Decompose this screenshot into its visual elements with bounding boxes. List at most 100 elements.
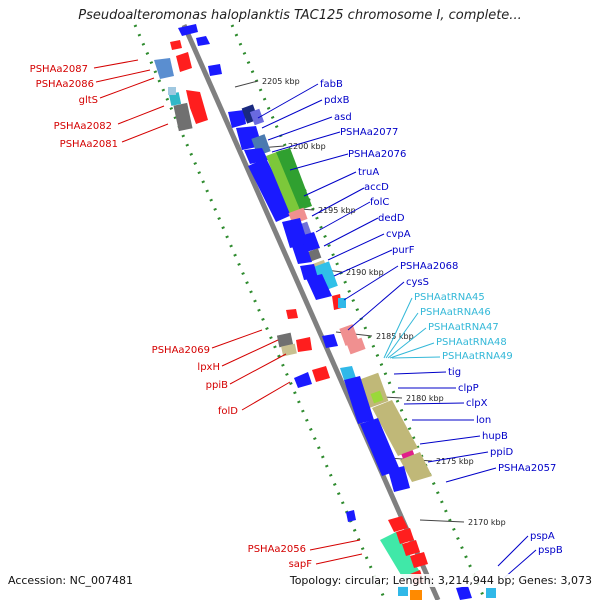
gene-arrow[interactable] xyxy=(410,552,428,568)
gene-label[interactable]: truA xyxy=(358,167,379,178)
gene-label[interactable]: pdxB xyxy=(324,95,350,106)
gene-arrow[interactable] xyxy=(340,366,356,380)
kbp-label[interactable]: 2170 kbp xyxy=(468,518,506,527)
gene-box[interactable] xyxy=(410,590,422,600)
gene-box[interactable] xyxy=(249,108,265,126)
gene-box[interactable] xyxy=(370,390,384,404)
gene-arrow[interactable] xyxy=(402,540,420,556)
gene-arrow[interactable] xyxy=(292,244,312,264)
gene-label[interactable]: asd xyxy=(334,112,352,123)
kbp-label[interactable]: 2180 kbp xyxy=(406,394,444,403)
gene-box[interactable] xyxy=(276,332,294,348)
gene-label[interactable]: folC xyxy=(370,197,389,208)
trna-label[interactable]: PSHAatRNA45 xyxy=(414,292,485,303)
gene-arrow[interactable] xyxy=(388,516,408,532)
gene-arrow[interactable] xyxy=(208,64,222,76)
gene-label[interactable]: PSHAa2076 xyxy=(348,149,406,160)
gene-label[interactable]: PSHAa2081 xyxy=(60,139,118,150)
gene-arrow[interactable] xyxy=(248,158,294,222)
gene-label[interactable]: hupB xyxy=(482,431,508,442)
kbp-label[interactable]: 2200 kbp xyxy=(288,142,326,151)
trna-label[interactable]: PSHAatRNA47 xyxy=(428,322,499,333)
gene-arrow[interactable] xyxy=(296,337,312,352)
kbp-label[interactable]: 2195 kbp xyxy=(318,206,356,215)
gene-label[interactable]: cysS xyxy=(406,277,429,288)
gene-label[interactable]: accD xyxy=(364,182,389,193)
trna-label[interactable]: PSHAatRNA46 xyxy=(420,307,491,318)
gene-arrow[interactable] xyxy=(154,58,174,79)
kbp-label[interactable]: 2175 kbp xyxy=(436,457,474,466)
trna-label[interactable]: PSHAatRNA48 xyxy=(436,337,507,348)
trna-gene-labels[interactable]: PSHAatRNA45 PSHAatRNA46 PSHAatRNA47 PSHA… xyxy=(414,292,513,362)
gene-box[interactable] xyxy=(338,298,346,308)
gene-label[interactable]: pspA xyxy=(530,531,555,542)
gene-label[interactable]: folD xyxy=(218,406,238,417)
gene-box[interactable] xyxy=(486,588,496,598)
gene-arrow[interactable] xyxy=(322,334,338,348)
gene-label[interactable]: PSHAa2068 xyxy=(400,261,458,272)
topology-text: Topology: circular; Length: 3,214,944 bp… xyxy=(289,574,592,587)
kbp-label[interactable]: 2205 kbp xyxy=(262,77,300,86)
gene-arrow[interactable] xyxy=(380,532,420,580)
gene-arrow[interactable] xyxy=(196,36,210,46)
gene-arrow[interactable] xyxy=(170,40,182,50)
gene-label[interactable]: lpxH xyxy=(197,362,220,373)
kbp-label[interactable]: 2185 kbp xyxy=(376,332,414,341)
gene-arrow[interactable] xyxy=(456,586,472,600)
gene-box[interactable] xyxy=(168,92,182,106)
gene-label[interactable]: sapF xyxy=(289,559,313,570)
gene-label[interactable]: PSHAa2069 xyxy=(152,345,210,356)
gene-box[interactable] xyxy=(398,586,408,596)
gene-box[interactable] xyxy=(346,337,366,355)
gene-label[interactable]: lon xyxy=(476,415,491,426)
gene-label[interactable]: gltS xyxy=(79,95,98,106)
gene-label[interactable]: tig xyxy=(448,367,461,378)
gene-box[interactable] xyxy=(281,343,297,357)
trna-label[interactable]: PSHAatRNA49 xyxy=(442,351,513,362)
gene-arrow[interactable] xyxy=(388,466,410,492)
left-gene-labels[interactable]: PSHAa2087 PSHAa2086 gltS PSHAa2082 PSHAa… xyxy=(30,64,313,570)
gene-label[interactable]: clpX xyxy=(466,398,488,409)
gene-arrow[interactable] xyxy=(266,150,304,214)
kbp-label[interactable]: 2190 kbp xyxy=(346,268,384,277)
gene-label[interactable]: PSHAa2082 xyxy=(54,121,112,132)
gene-label[interactable]: dedD xyxy=(378,213,405,224)
gene-box[interactable] xyxy=(173,102,193,132)
gene-arrow[interactable] xyxy=(372,400,418,456)
gene-label[interactable]: cvpA xyxy=(386,229,411,240)
gene-arrow[interactable] xyxy=(344,376,374,424)
forward-strand-genes[interactable] xyxy=(178,24,496,600)
accession-text: Accession: NC_007481 xyxy=(8,574,134,587)
gene-arrow[interactable] xyxy=(276,148,312,210)
gene-arrow[interactable] xyxy=(286,309,298,319)
gene-arrow[interactable] xyxy=(396,528,414,544)
gene-label[interactable]: pspB xyxy=(538,545,563,556)
reverse-strand-genes[interactable] xyxy=(154,40,330,388)
gene-arrow[interactable] xyxy=(300,264,318,280)
gene-arrow[interactable] xyxy=(400,452,432,482)
gene-label[interactable]: PSHAa2086 xyxy=(36,79,94,90)
gene-label[interactable]: PSHAa2077 xyxy=(340,127,398,138)
gene-arrow[interactable] xyxy=(178,24,198,36)
gene-arrow[interactable] xyxy=(346,510,356,522)
gene-label[interactable]: fabB xyxy=(320,79,343,90)
gene-arrow[interactable] xyxy=(282,218,308,248)
gene-arrow[interactable] xyxy=(176,52,192,72)
gene-box[interactable] xyxy=(401,450,415,460)
gene-box[interactable] xyxy=(168,87,176,95)
right-gene-labels[interactable]: fabB pdxB asd PSHAa2077 PSHAa2076 truA a… xyxy=(320,79,563,556)
gene-label[interactable]: PSHAa2057 xyxy=(498,463,556,474)
gene-arrow[interactable] xyxy=(228,110,246,128)
gene-label[interactable]: purF xyxy=(392,245,415,256)
gene-label[interactable]: ppiB xyxy=(206,380,228,391)
gene-arrow[interactable] xyxy=(186,90,208,124)
gene-arrow[interactable] xyxy=(312,366,330,382)
gene-label[interactable]: PSHAa2087 xyxy=(30,64,88,75)
gene-arrow[interactable] xyxy=(294,372,312,388)
gene-label[interactable]: PSHAa2056 xyxy=(248,544,306,555)
gene-arrow[interactable] xyxy=(306,274,332,300)
gene-arrow[interactable] xyxy=(360,418,400,476)
gene-label[interactable]: clpP xyxy=(458,383,479,394)
gene-label[interactable]: ppiD xyxy=(490,447,513,458)
